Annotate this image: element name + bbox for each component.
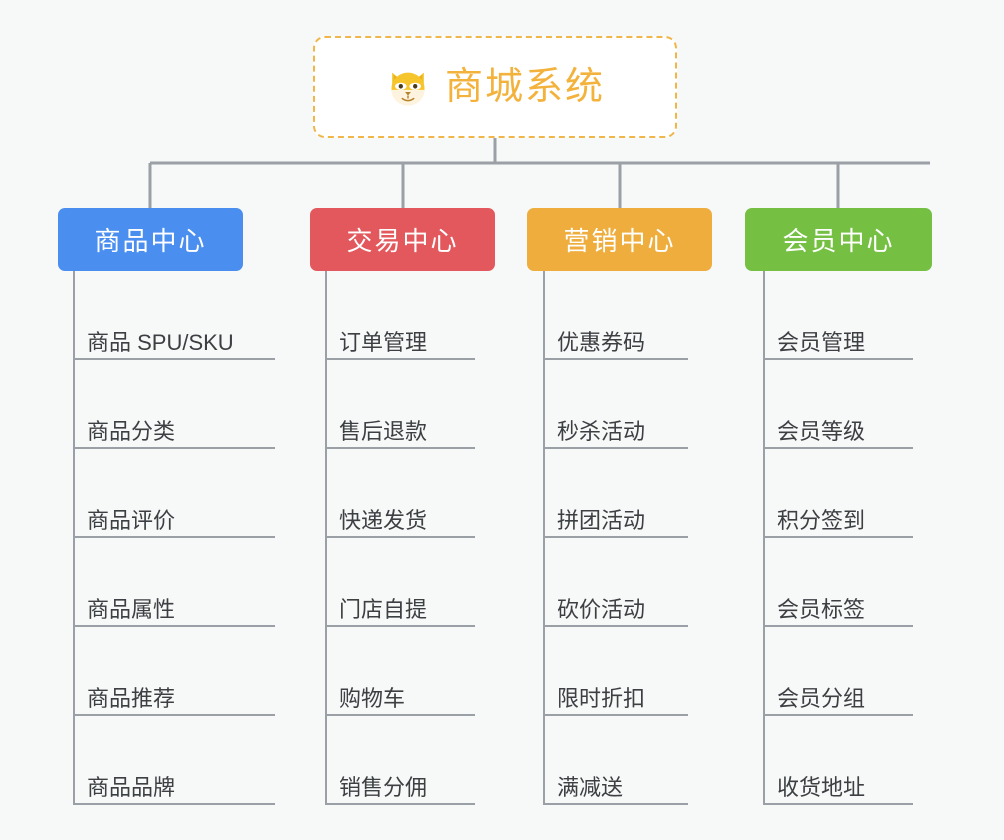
leaf-item-underline xyxy=(325,803,475,805)
leaf-item-underline xyxy=(325,447,475,449)
branch-header-4[interactable]: 会员中心 xyxy=(745,208,932,271)
leaf-item[interactable]: 优惠券码 xyxy=(543,271,688,360)
column-spine xyxy=(73,271,75,805)
branch-header-label: 会员中心 xyxy=(782,226,895,256)
leaf-item-label: 销售分佣 xyxy=(339,775,428,800)
column-spine xyxy=(763,271,765,805)
leaf-item-underline xyxy=(763,536,913,538)
leaf-item[interactable]: 商品推荐 xyxy=(73,627,275,716)
leaf-item[interactable]: 销售分佣 xyxy=(325,716,475,805)
branch-column-3: 优惠券码秒杀活动拼团活动砍价活动限时折扣满减送 xyxy=(543,271,688,805)
leaf-item[interactable]: 限时折扣 xyxy=(543,627,688,716)
leaf-item[interactable]: 满减送 xyxy=(543,716,688,805)
leaf-item-underline xyxy=(73,447,275,449)
leaf-item-label: 拼团活动 xyxy=(557,508,646,533)
leaf-item-label: 收货地址 xyxy=(777,775,866,800)
leaf-item-underline xyxy=(763,447,913,449)
leaf-item[interactable]: 商品分类 xyxy=(73,360,275,449)
column-spine xyxy=(543,271,545,805)
leaf-item-label: 砍价活动 xyxy=(557,597,646,622)
leaf-item[interactable]: 订单管理 xyxy=(325,271,475,360)
leaf-item-underline xyxy=(543,625,688,627)
leaf-item-label: 订单管理 xyxy=(339,330,428,355)
leaf-item-underline xyxy=(73,803,275,805)
branch-header-2[interactable]: 交易中心 xyxy=(310,208,495,271)
leaf-item-label: 会员管理 xyxy=(777,330,866,355)
branch-column-4: 会员管理会员等级积分签到会员标签会员分组收货地址 xyxy=(763,271,913,805)
leaf-item[interactable]: 秒杀活动 xyxy=(543,360,688,449)
leaf-item-underline xyxy=(543,358,688,360)
branch-header-label: 商品中心 xyxy=(94,226,207,256)
column-spine xyxy=(325,271,327,805)
leaf-item[interactable]: 商品评价 xyxy=(73,449,275,538)
leaf-item[interactable]: 拼团活动 xyxy=(543,449,688,538)
leaf-item[interactable]: 收货地址 xyxy=(763,716,913,805)
branch-header-1[interactable]: 商品中心 xyxy=(58,208,243,271)
leaf-item-underline xyxy=(73,625,275,627)
leaf-item-label: 购物车 xyxy=(339,686,406,711)
leaf-item-underline xyxy=(763,625,913,627)
leaf-item-underline xyxy=(325,358,475,360)
leaf-item[interactable]: 快递发货 xyxy=(325,449,475,538)
leaf-item[interactable]: 积分签到 xyxy=(763,449,913,538)
leaf-item-underline xyxy=(325,625,475,627)
leaf-item-underline xyxy=(543,536,688,538)
branch-column-1: 商品 SPU/SKU 商品分类商品评价商品属性商品推荐商品品牌 xyxy=(73,271,275,805)
leaf-item-underline xyxy=(325,714,475,716)
leaf-item-label: 积分签到 xyxy=(777,508,866,533)
leaf-item[interactable]: 门店自提 xyxy=(325,538,475,627)
leaf-item-underline xyxy=(763,714,913,716)
leaf-item[interactable]: 会员管理 xyxy=(763,271,913,360)
leaf-item-underline xyxy=(325,536,475,538)
leaf-item-underline xyxy=(543,714,688,716)
leaf-item[interactable]: 购物车 xyxy=(325,627,475,716)
leaf-item-underline xyxy=(543,803,688,805)
leaf-item[interactable]: 商品品牌 xyxy=(73,716,275,805)
leaf-item-label: 限时折扣 xyxy=(557,686,646,711)
leaf-item-label: 优惠券码 xyxy=(557,330,646,355)
leaf-item-label: 商品分类 xyxy=(87,419,176,444)
leaf-item-label: 商品推荐 xyxy=(87,686,176,711)
leaf-item-label: 会员分组 xyxy=(777,686,866,711)
leaf-item-underline xyxy=(763,358,913,360)
leaf-item-label: 会员等级 xyxy=(777,419,866,444)
branch-header-label: 交易中心 xyxy=(346,226,459,256)
leaf-item-underline xyxy=(543,447,688,449)
shiba-dog-icon xyxy=(391,72,425,106)
leaf-item-label: 商品评价 xyxy=(87,508,176,533)
leaf-item-underline xyxy=(73,714,275,716)
root-node[interactable]: 商城系统 xyxy=(313,36,677,138)
leaf-item-label: 门店自提 xyxy=(339,597,428,622)
leaf-item-label: 商品 SPU/SKU xyxy=(87,330,234,355)
leaf-item-underline xyxy=(73,536,275,538)
leaf-item[interactable]: 售后退款 xyxy=(325,360,475,449)
leaf-item-label: 商品属性 xyxy=(87,597,176,622)
root-title: 商城系统 xyxy=(444,66,605,108)
leaf-item-label: 售后退款 xyxy=(339,419,428,444)
leaf-item-underline xyxy=(73,358,275,360)
branch-column-2: 订单管理售后退款快递发货门店自提购物车销售分佣 xyxy=(325,271,475,805)
leaf-item[interactable]: 会员分组 xyxy=(763,627,913,716)
leaf-item-label: 秒杀活动 xyxy=(557,419,646,444)
leaf-item[interactable]: 砍价活动 xyxy=(543,538,688,627)
leaf-item[interactable]: 会员标签 xyxy=(763,538,913,627)
leaf-item-underline xyxy=(763,803,913,805)
leaf-item-label: 商品品牌 xyxy=(87,775,176,800)
branch-header-3[interactable]: 营销中心 xyxy=(527,208,712,271)
leaf-item[interactable]: 商品 SPU/SKU xyxy=(73,271,275,360)
leaf-item-label: 满减送 xyxy=(557,775,624,800)
leaf-item[interactable]: 商品属性 xyxy=(73,538,275,627)
branch-header-label: 营销中心 xyxy=(563,226,676,256)
leaf-item-label: 会员标签 xyxy=(777,597,866,622)
leaf-item-label: 快递发货 xyxy=(339,508,428,533)
leaf-item[interactable]: 会员等级 xyxy=(763,360,913,449)
